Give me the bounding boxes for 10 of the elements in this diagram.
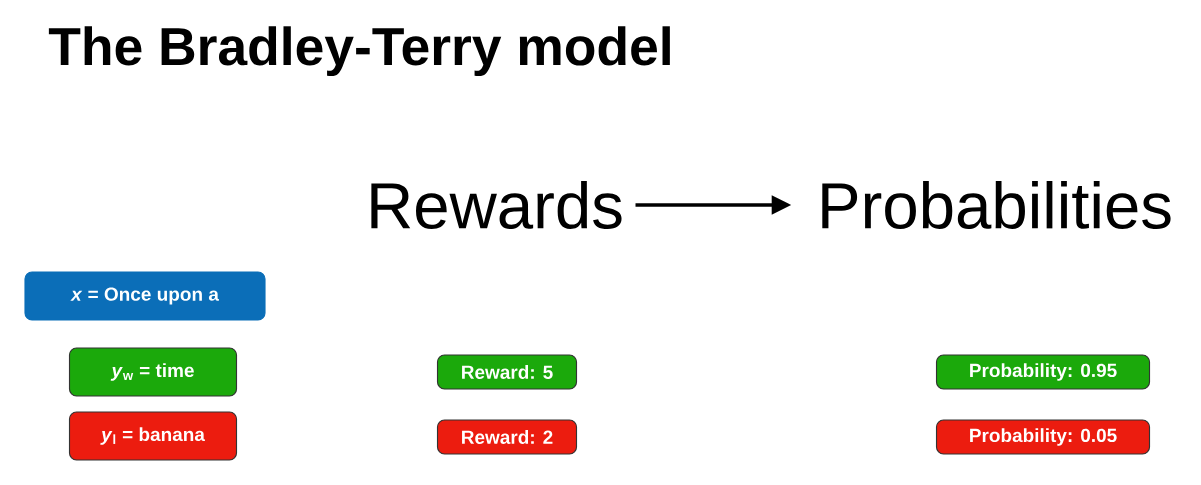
label-box: Reward: 5 — [436, 354, 578, 390]
heading-text: Probabilities — [822, 181, 1171, 229]
label-box: y$_{l}$ = banana — [68, 411, 238, 461]
title: The Bradley-Terry model — [48, 26, 670, 77]
label-box: Probability: 0.05 — [935, 419, 1151, 455]
label-box: x = Once upon a — [24, 271, 266, 321]
label-box: Probability: 0.95 — [935, 354, 1151, 390]
label-box: y$_{w}$ = time — [68, 347, 238, 397]
label-box: Reward: 2 — [436, 419, 578, 455]
heading-text: Rewards — [371, 181, 622, 229]
